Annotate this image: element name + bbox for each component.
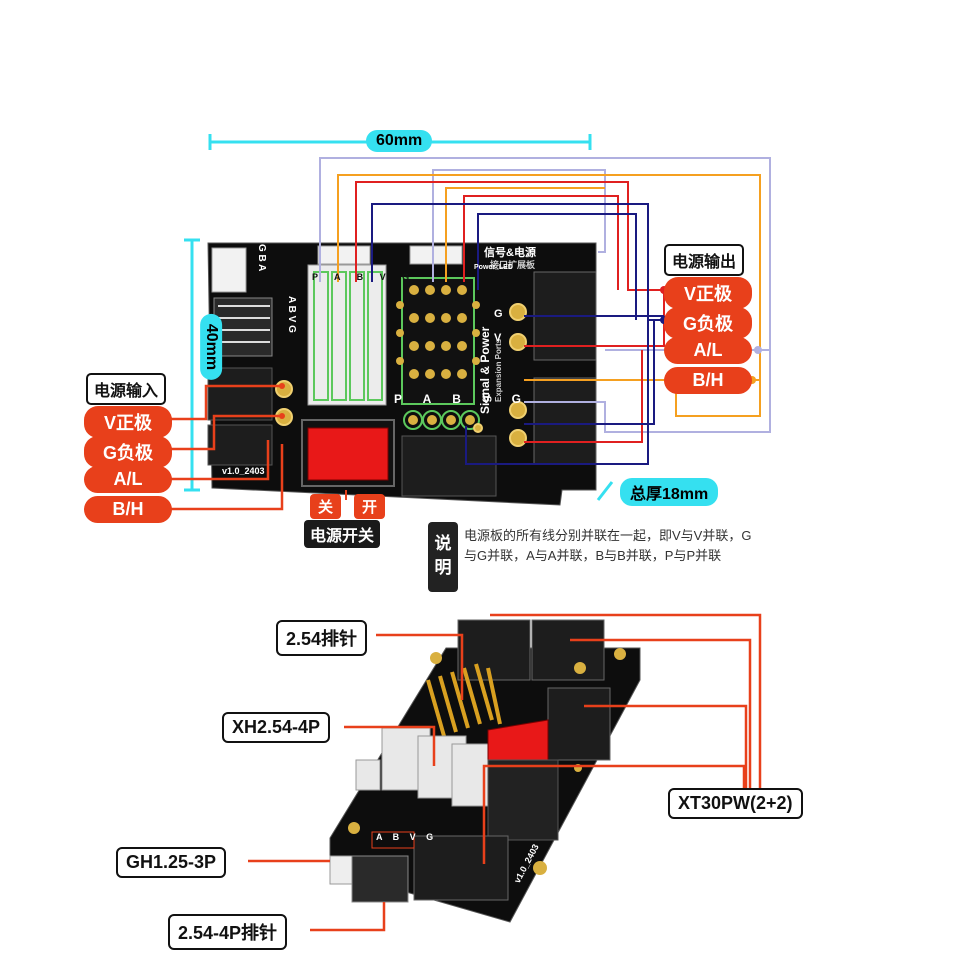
top-pcb xyxy=(207,242,597,506)
silk-title-cn: 信号&电源 xyxy=(484,247,536,259)
wires-top xyxy=(170,157,771,511)
silk-v: V xyxy=(494,332,502,344)
power-in-b: B/H xyxy=(84,496,172,523)
silk-header-top: P A B V G xyxy=(312,272,417,282)
label-254-header: 2.54排针 xyxy=(276,620,368,656)
silk-abvg-side: A B V G xyxy=(286,296,297,333)
label-xt30: XT30PW(2+2) xyxy=(668,788,803,819)
power-out-v: V正极 xyxy=(664,277,752,309)
switch-off-label: 关 xyxy=(310,494,342,519)
label-gh125: GH1.25-3P xyxy=(116,847,227,878)
power-in-v: V正极 xyxy=(84,406,172,438)
note-text: 电源板的所有线分别并联在一起，即V与V并联，G与G并联，A与A并联，B与B并联，… xyxy=(464,528,752,563)
silk-bottom-abvg: A B V G xyxy=(376,832,438,842)
power-input-title: 电源输入 xyxy=(86,373,167,405)
height-dimension xyxy=(184,238,200,492)
note-box: 说明 电源板的所有线分别并联在一起，即V与V并联，G与G并联，A与A并联，B与B… xyxy=(428,522,758,592)
thickness-dimension xyxy=(596,481,614,501)
silk-subtitle-cn: 接口扩展板 xyxy=(490,260,536,270)
silk-g: G xyxy=(494,308,503,320)
silk-version: v1.0_2403 xyxy=(222,466,265,476)
power-out-g: G负极 xyxy=(664,307,752,339)
silk-header-bottom: P A B V G xyxy=(394,392,530,406)
width-label: 60mm xyxy=(366,130,433,152)
switch-title: 电源开关 xyxy=(304,520,381,548)
label-xh254: XH2.54-4P xyxy=(222,712,331,743)
power-in-a: A/L xyxy=(84,466,172,493)
note-title: 说明 xyxy=(428,522,458,592)
power-output-title: 电源输出 xyxy=(664,244,745,276)
power-in-g: G负极 xyxy=(84,436,172,468)
silk-gba: G B A xyxy=(256,244,267,272)
power-out-b: B/H xyxy=(664,367,752,394)
silk-power-led: Power_LED xyxy=(474,264,513,271)
height-label: 40mm xyxy=(200,313,223,381)
power-out-a: A/L xyxy=(664,337,752,364)
thickness-label: 总厚18mm xyxy=(620,478,719,506)
label-254-4p: 2.54-4P排针 xyxy=(168,914,288,950)
wires-bottom xyxy=(248,613,762,932)
switch-on-label: 开 xyxy=(354,494,386,519)
